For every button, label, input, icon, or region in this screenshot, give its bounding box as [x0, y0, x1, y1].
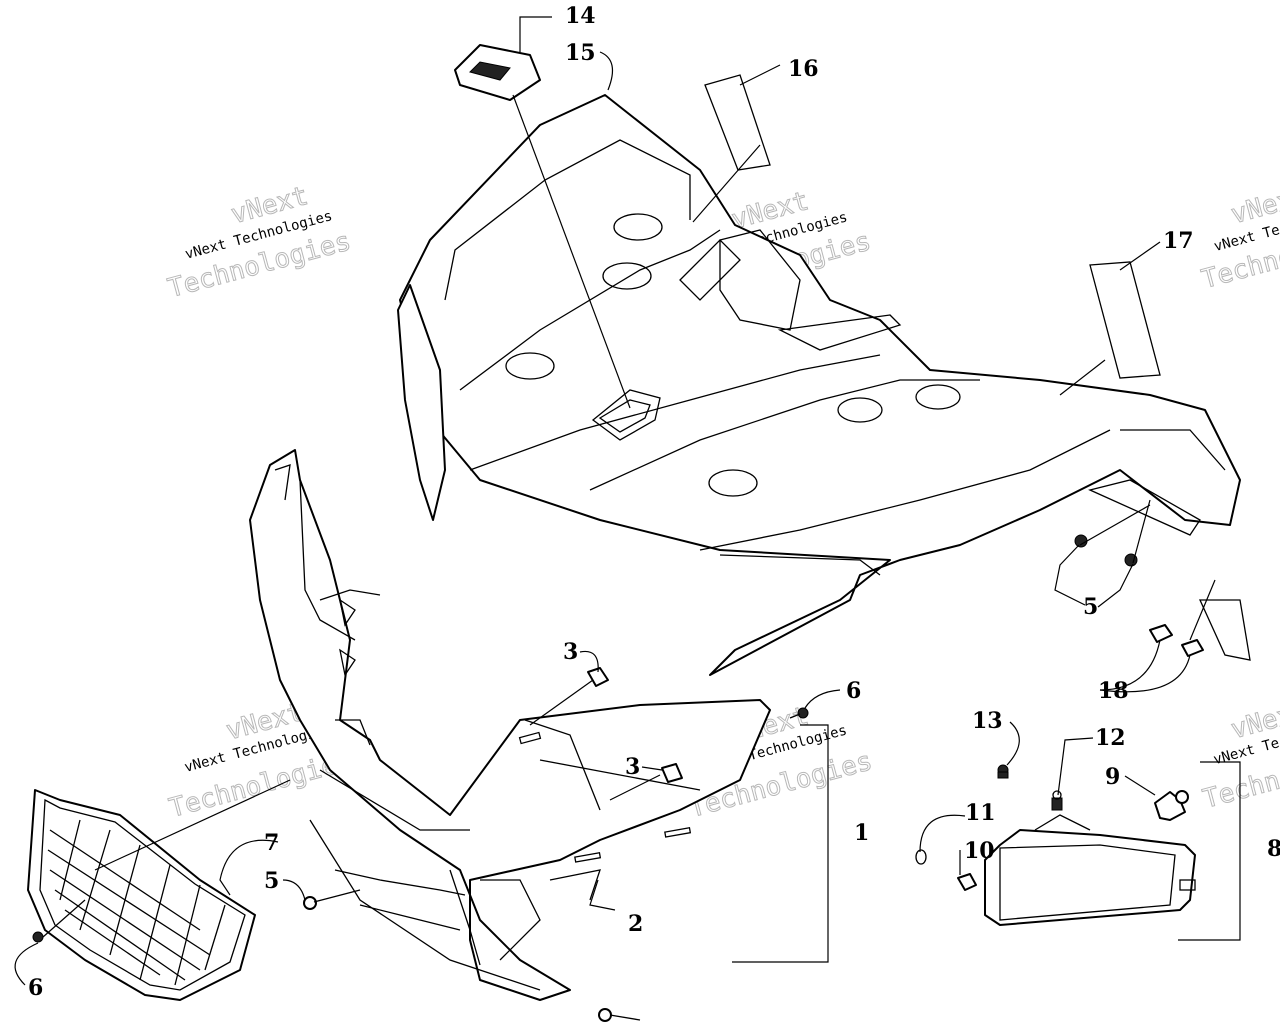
callout-17: 17	[1163, 228, 1194, 254]
callout-14: 14	[565, 3, 596, 29]
front-fender-body	[397, 94, 1251, 676]
bracket-part-1	[732, 724, 829, 963]
fastener-part-12	[1051, 790, 1063, 811]
leader-lines	[14, 16, 1216, 986]
callout-9: 9	[1105, 764, 1120, 790]
callout-7: 7	[264, 830, 279, 856]
clip-part-3-lower	[661, 763, 683, 783]
callout-5-fender: 5	[1083, 594, 1098, 620]
rivet-part-5-fender	[1074, 534, 1138, 567]
callout-1: 1	[854, 820, 869, 846]
callout-3-upper: 3	[563, 639, 578, 665]
bolt-part-5-bumper	[303, 889, 361, 910]
callout-16: 16	[788, 56, 819, 82]
callout-5-bumper: 5	[264, 868, 279, 894]
callout-13: 13	[972, 708, 1003, 734]
clip-part-18	[1149, 624, 1204, 657]
callout-3-lower: 3	[625, 754, 640, 780]
callout-12: 12	[1095, 725, 1126, 751]
bulb	[1154, 790, 1189, 821]
headlight-assembly	[984, 814, 1196, 926]
watermark-top-left: vNext vNext Technologies Technologies	[164, 180, 354, 304]
watermark-bottom-right: vNext vNext Technologies Technologies	[1199, 695, 1280, 815]
callout-2: 2	[628, 911, 643, 937]
callout-18: 18	[1098, 678, 1129, 704]
o-ring-part-11	[915, 849, 927, 865]
screw-part-6-upper	[789, 707, 809, 719]
badge-part-14	[454, 44, 541, 101]
decal-part-16	[704, 74, 771, 171]
callout-15: 15	[565, 40, 596, 66]
grille	[27, 789, 256, 1001]
callout-10: 10	[964, 838, 995, 864]
clip-part-3-upper	[587, 667, 609, 687]
callout-8: 8	[1267, 836, 1280, 862]
bracket-part-8	[1178, 761, 1241, 941]
watermark-top-right: vNext vNext Technologies Technologies	[1198, 180, 1280, 295]
front-bumper	[249, 449, 771, 1001]
callout-11: 11	[965, 800, 996, 826]
fastener-part-13	[997, 764, 1009, 779]
screw-part-6-grille	[32, 931, 44, 943]
callout-6-upper: 6	[846, 678, 861, 704]
callout-6-grille: 6	[28, 975, 43, 1001]
decal-part-17	[1089, 261, 1161, 379]
nut-part-10	[957, 873, 977, 891]
bolt-bottom	[598, 1008, 641, 1022]
